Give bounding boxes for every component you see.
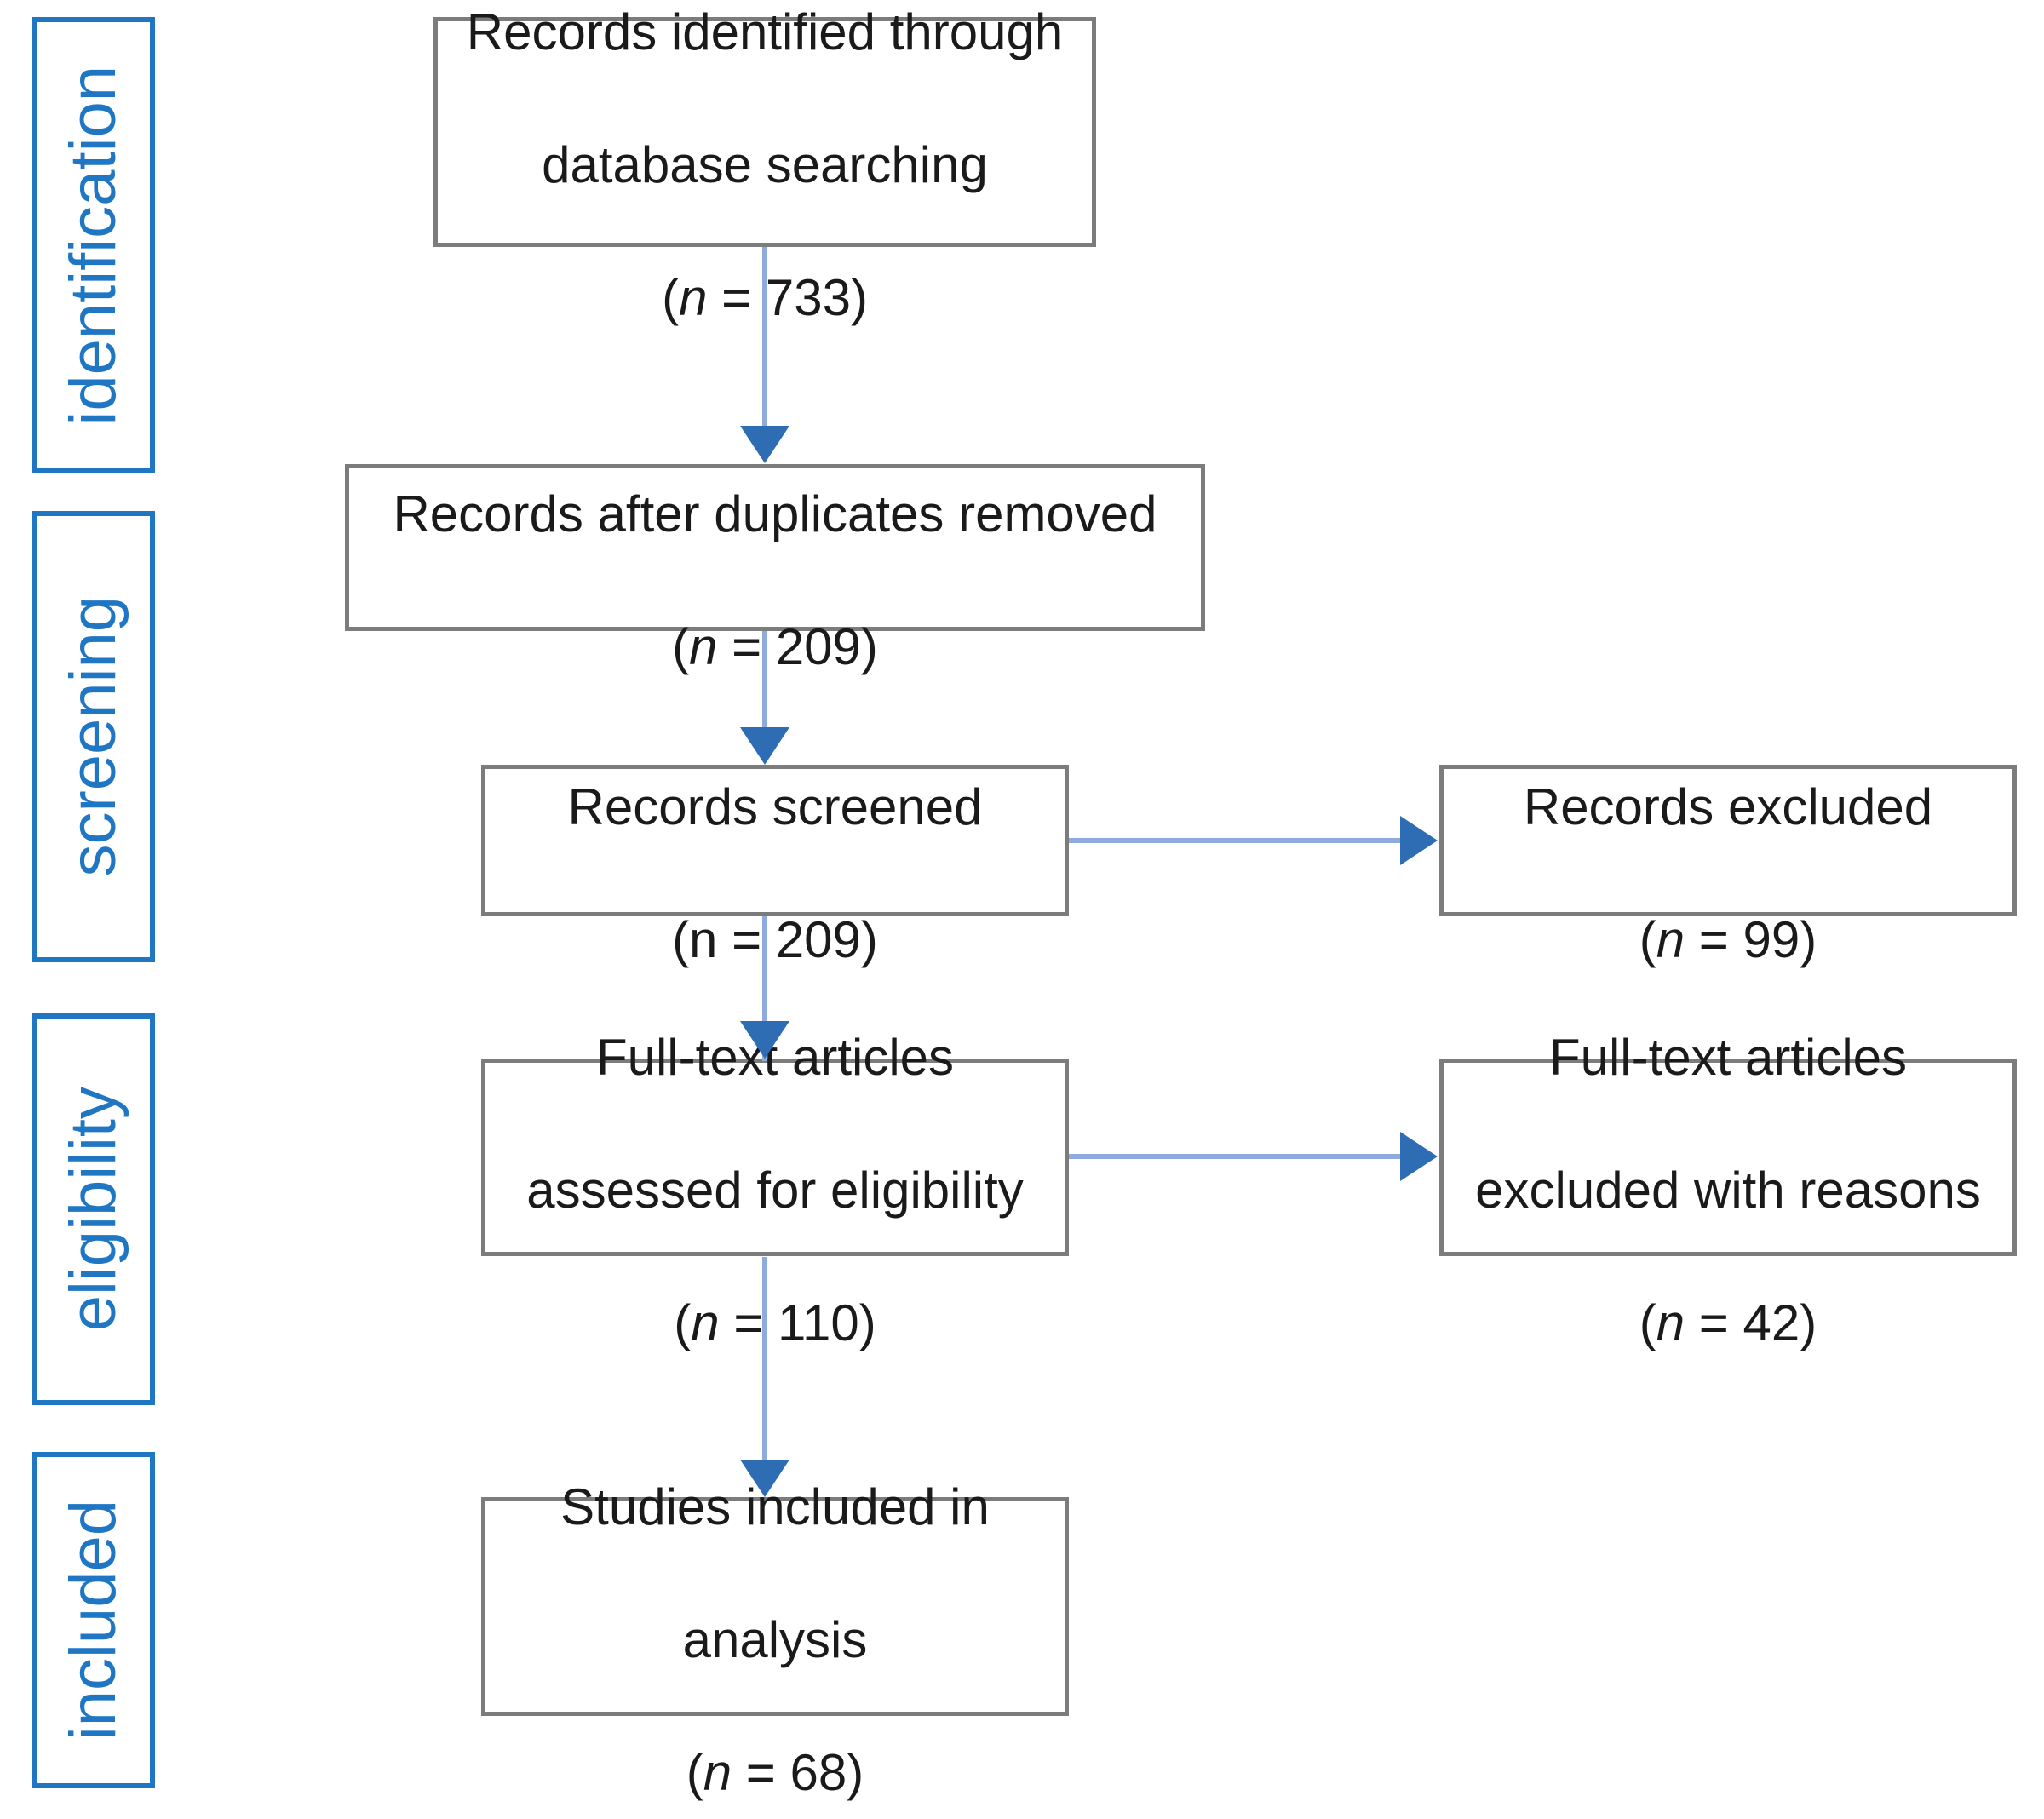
edge-duplicates-to-screened-arrowhead bbox=[740, 727, 789, 765]
stage-label-identification: identification bbox=[57, 65, 129, 426]
node-line1: Full-text articles bbox=[1548, 1029, 1908, 1086]
node-line1: Records screened bbox=[567, 778, 983, 835]
node-line1: Records excluded bbox=[1523, 778, 1933, 835]
node-count: (n = 42) bbox=[1639, 1294, 1817, 1351]
edge-fulltext-to-included-arrowhead bbox=[740, 1460, 789, 1497]
stage-label-screening: screening bbox=[57, 596, 129, 877]
n-symbol: n bbox=[1656, 911, 1685, 968]
node-records-screened: Records screened (n = 209) bbox=[481, 765, 1069, 968]
n-value: 110 bbox=[778, 1294, 859, 1351]
node-line2: excluded with reasons bbox=[1475, 1162, 1981, 1219]
edge-screened-to-fulltext-line bbox=[762, 916, 767, 1061]
stage-label-eligibility: eligibility bbox=[57, 1087, 129, 1332]
node-duplicates-removed: Records after duplicates removed (n = 20… bbox=[345, 464, 1205, 675]
edge-fulltext-to-excluded-line bbox=[1069, 1154, 1403, 1159]
node-count: (n = 209) bbox=[672, 618, 878, 675]
edge-fulltext-to-included-line bbox=[762, 1257, 767, 1461]
node-studies-included-text: Studies included in analysis (n = 68) bbox=[560, 1408, 990, 1806]
stage-box-included: included bbox=[32, 1452, 155, 1788]
n-value: 733 bbox=[765, 269, 851, 326]
edge-duplicates-to-screened-line bbox=[762, 631, 767, 732]
node-records-identified: Records identified through database sear… bbox=[433, 3, 1096, 326]
node-count: (n = 110) bbox=[674, 1294, 876, 1351]
node-line1: Studies included in bbox=[560, 1478, 990, 1535]
n-value: 99 bbox=[1743, 911, 1800, 968]
edge-fulltext-to-excluded-arrowhead bbox=[1400, 1132, 1438, 1181]
node-count: (n = 209) bbox=[672, 911, 878, 968]
edge-screened-to-excluded-line bbox=[1069, 838, 1403, 843]
node-line1: Records after duplicates removed bbox=[393, 485, 1157, 542]
edge-identified-to-duplicates-line bbox=[762, 247, 767, 431]
edge-identified-to-duplicates-arrowhead bbox=[740, 426, 789, 463]
node-records-identified-text: Records identified through database sear… bbox=[467, 0, 1063, 331]
node-records-screened-text: Records screened (n = 209) bbox=[568, 708, 983, 973]
node-line1: Records identified through bbox=[466, 3, 1064, 60]
n-symbol: n bbox=[689, 911, 718, 968]
node-duplicates-removed-text: Records after duplicates removed (n = 20… bbox=[393, 415, 1157, 680]
node-fulltext-assessed-text: Full-text articles assessed for eligibil… bbox=[526, 958, 1024, 1357]
n-value: 68 bbox=[789, 1743, 847, 1801]
n-value: 209 bbox=[775, 911, 861, 968]
node-studies-included: Studies included in analysis (n = 68) bbox=[481, 1478, 1069, 1801]
node-line1: Full-text articles bbox=[595, 1029, 955, 1086]
stage-box-screening: screening bbox=[32, 511, 155, 962]
edge-screened-to-excluded-arrowhead bbox=[1400, 816, 1438, 865]
node-line2: assessed for eligibility bbox=[526, 1162, 1024, 1219]
n-symbol: n bbox=[691, 1294, 720, 1351]
node-line2: analysis bbox=[682, 1610, 868, 1668]
edge-screened-to-fulltext-arrowhead bbox=[740, 1021, 789, 1059]
node-line2: database searching bbox=[542, 136, 988, 193]
n-value: 42 bbox=[1743, 1294, 1800, 1351]
node-records-excluded-text: Records excluded (n = 99) bbox=[1524, 708, 1932, 973]
stage-box-eligibility: eligibility bbox=[32, 1013, 155, 1405]
n-symbol: n bbox=[1656, 1294, 1685, 1351]
node-fulltext-assessed: Full-text articles assessed for eligibil… bbox=[481, 1029, 1069, 1351]
stage-label-included: included bbox=[57, 1499, 129, 1742]
node-records-excluded: Records excluded (n = 99) bbox=[1439, 765, 2017, 968]
node-fulltext-excluded-text: Full-text articles excluded with reasons… bbox=[1475, 958, 1981, 1357]
n-symbol: n bbox=[679, 269, 708, 326]
node-count: (n = 68) bbox=[686, 1743, 864, 1801]
n-symbol: n bbox=[689, 618, 718, 675]
n-symbol: n bbox=[703, 1743, 732, 1801]
node-count: (n = 99) bbox=[1639, 911, 1817, 968]
node-fulltext-excluded: Full-text articles excluded with reasons… bbox=[1439, 1029, 2017, 1351]
stage-box-identification: identification bbox=[32, 17, 155, 473]
n-value: 209 bbox=[775, 618, 861, 675]
node-count: (n = 733) bbox=[662, 269, 868, 326]
